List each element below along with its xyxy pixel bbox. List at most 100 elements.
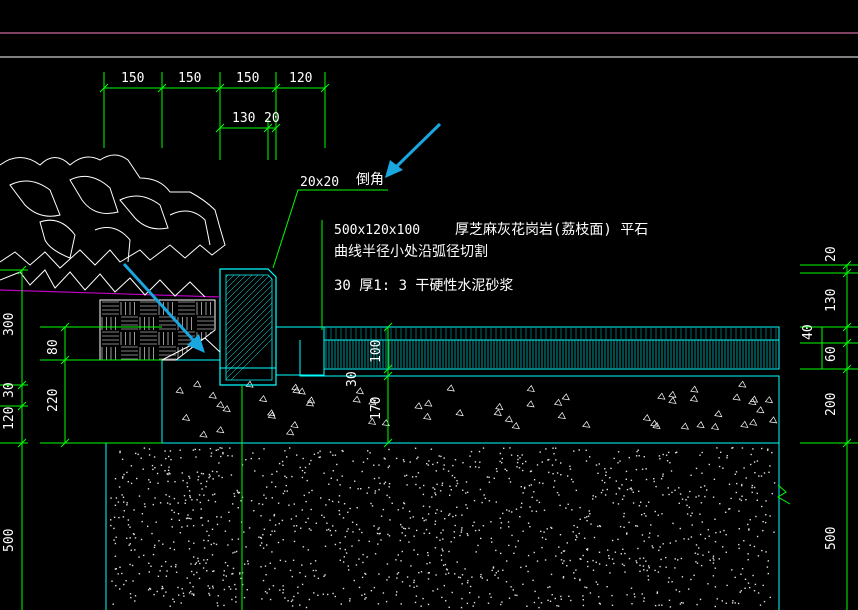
gravel-dot — [714, 518, 716, 520]
gravel-dot — [129, 593, 132, 595]
gravel-dot — [282, 492, 285, 495]
gravel-dot — [168, 472, 170, 474]
gravel-dot — [358, 539, 360, 542]
gravel-dot — [753, 486, 756, 489]
left-dim-30: 30 — [2, 382, 17, 398]
gravel-dot — [126, 502, 128, 504]
right-dim-500: 500 — [824, 527, 839, 550]
gravel-dot — [384, 458, 386, 460]
gravel-dot — [342, 450, 344, 452]
curb-size: 500x120x100 — [334, 223, 420, 238]
gravel-dot — [536, 464, 539, 466]
gravel-dot — [200, 508, 202, 510]
gravel-dot — [533, 551, 535, 554]
gravel-dot — [431, 496, 433, 498]
gravel-dot — [152, 553, 155, 556]
gravel-dot — [461, 574, 464, 576]
curb-hatch-line — [226, 302, 272, 350]
dim-tick — [17, 265, 27, 275]
gravel-dot — [377, 603, 380, 605]
gravel-dot — [611, 594, 613, 597]
gravel-dot — [342, 561, 345, 563]
gravel-dot — [495, 572, 497, 574]
gravel-dot — [506, 560, 508, 562]
gravel-dot — [285, 484, 287, 487]
gravel-dot — [387, 533, 389, 536]
gravel-dot — [358, 528, 361, 531]
gravel-dot — [656, 592, 658, 594]
gravel-dot — [515, 546, 517, 548]
gravel-dot — [731, 447, 733, 449]
gravel-dot — [369, 452, 371, 454]
gravel-dot — [258, 503, 260, 505]
gravel-dot — [466, 602, 469, 605]
gravel-dot — [751, 484, 753, 487]
gravel-dot — [119, 450, 121, 453]
gravel-dot — [572, 531, 574, 533]
gravel-dot — [573, 572, 575, 574]
gravel-dot — [336, 479, 338, 481]
gravel-dot — [302, 546, 305, 548]
gravel-dot — [690, 578, 692, 581]
gravel-dot — [233, 495, 236, 497]
gravel-dot — [287, 600, 289, 602]
gravel-dot — [123, 501, 125, 503]
gravel-dot — [362, 561, 364, 564]
gravel-dot — [597, 525, 599, 528]
dimension-lines — [0, 72, 858, 610]
gravel-dot — [211, 470, 214, 473]
gravel-dot — [154, 467, 156, 469]
gravel-dot — [749, 519, 751, 521]
concrete-aggregate — [561, 393, 570, 401]
gravel-dot — [422, 505, 425, 507]
gravel-dot — [729, 508, 731, 510]
gravel-dot — [643, 569, 645, 571]
gravel-dot — [550, 526, 552, 529]
gravel-dot — [189, 496, 192, 499]
gravel-dot — [572, 481, 574, 483]
gravel-dot — [689, 490, 691, 493]
gravel-dot — [422, 517, 424, 519]
gravel-dot — [513, 552, 515, 554]
gravel-dot — [502, 512, 504, 515]
gravel-dot — [134, 600, 136, 602]
gravel-dot — [356, 523, 358, 526]
gravel-dot — [262, 547, 265, 549]
gravel-dot — [670, 470, 673, 472]
gravel-dot — [377, 528, 379, 530]
gravel-dot — [714, 541, 717, 543]
gravel-dot — [413, 586, 415, 588]
gravel-dot — [420, 605, 422, 607]
gravel-dot — [530, 470, 533, 472]
gravel-dot — [422, 597, 424, 600]
gravel-dot — [648, 565, 650, 567]
gravel-dot — [409, 461, 411, 463]
gravel-dot — [541, 536, 544, 539]
gravel-dot — [606, 488, 608, 491]
curb-stone — [219, 183, 277, 610]
gravel-dot — [207, 540, 209, 542]
dim-tick — [320, 83, 330, 93]
gravel-dot — [500, 603, 502, 606]
gravel-dot — [578, 532, 580, 535]
gravel-dot — [766, 566, 769, 568]
concrete-aggregate — [493, 408, 502, 416]
gravel-dot — [452, 515, 454, 518]
gravel-dot — [380, 539, 382, 541]
gravel-dot — [122, 496, 125, 498]
gravel-dot — [208, 594, 211, 596]
gravel-dot — [130, 482, 133, 485]
curb-hatch-line — [226, 183, 272, 229]
gravel-dot — [626, 488, 629, 491]
gravel-dot — [284, 450, 286, 452]
gravel-dot — [547, 459, 549, 461]
gravel-dot — [290, 518, 293, 520]
gravel-dot — [191, 570, 193, 573]
curb-hatch-line — [226, 320, 272, 368]
gravel-dot — [741, 483, 743, 486]
gravel-dot — [773, 531, 775, 533]
gravel-dot — [519, 457, 521, 459]
gravel-dot — [659, 458, 661, 460]
gravel-dot — [198, 494, 201, 496]
gravel-dot — [238, 491, 241, 494]
